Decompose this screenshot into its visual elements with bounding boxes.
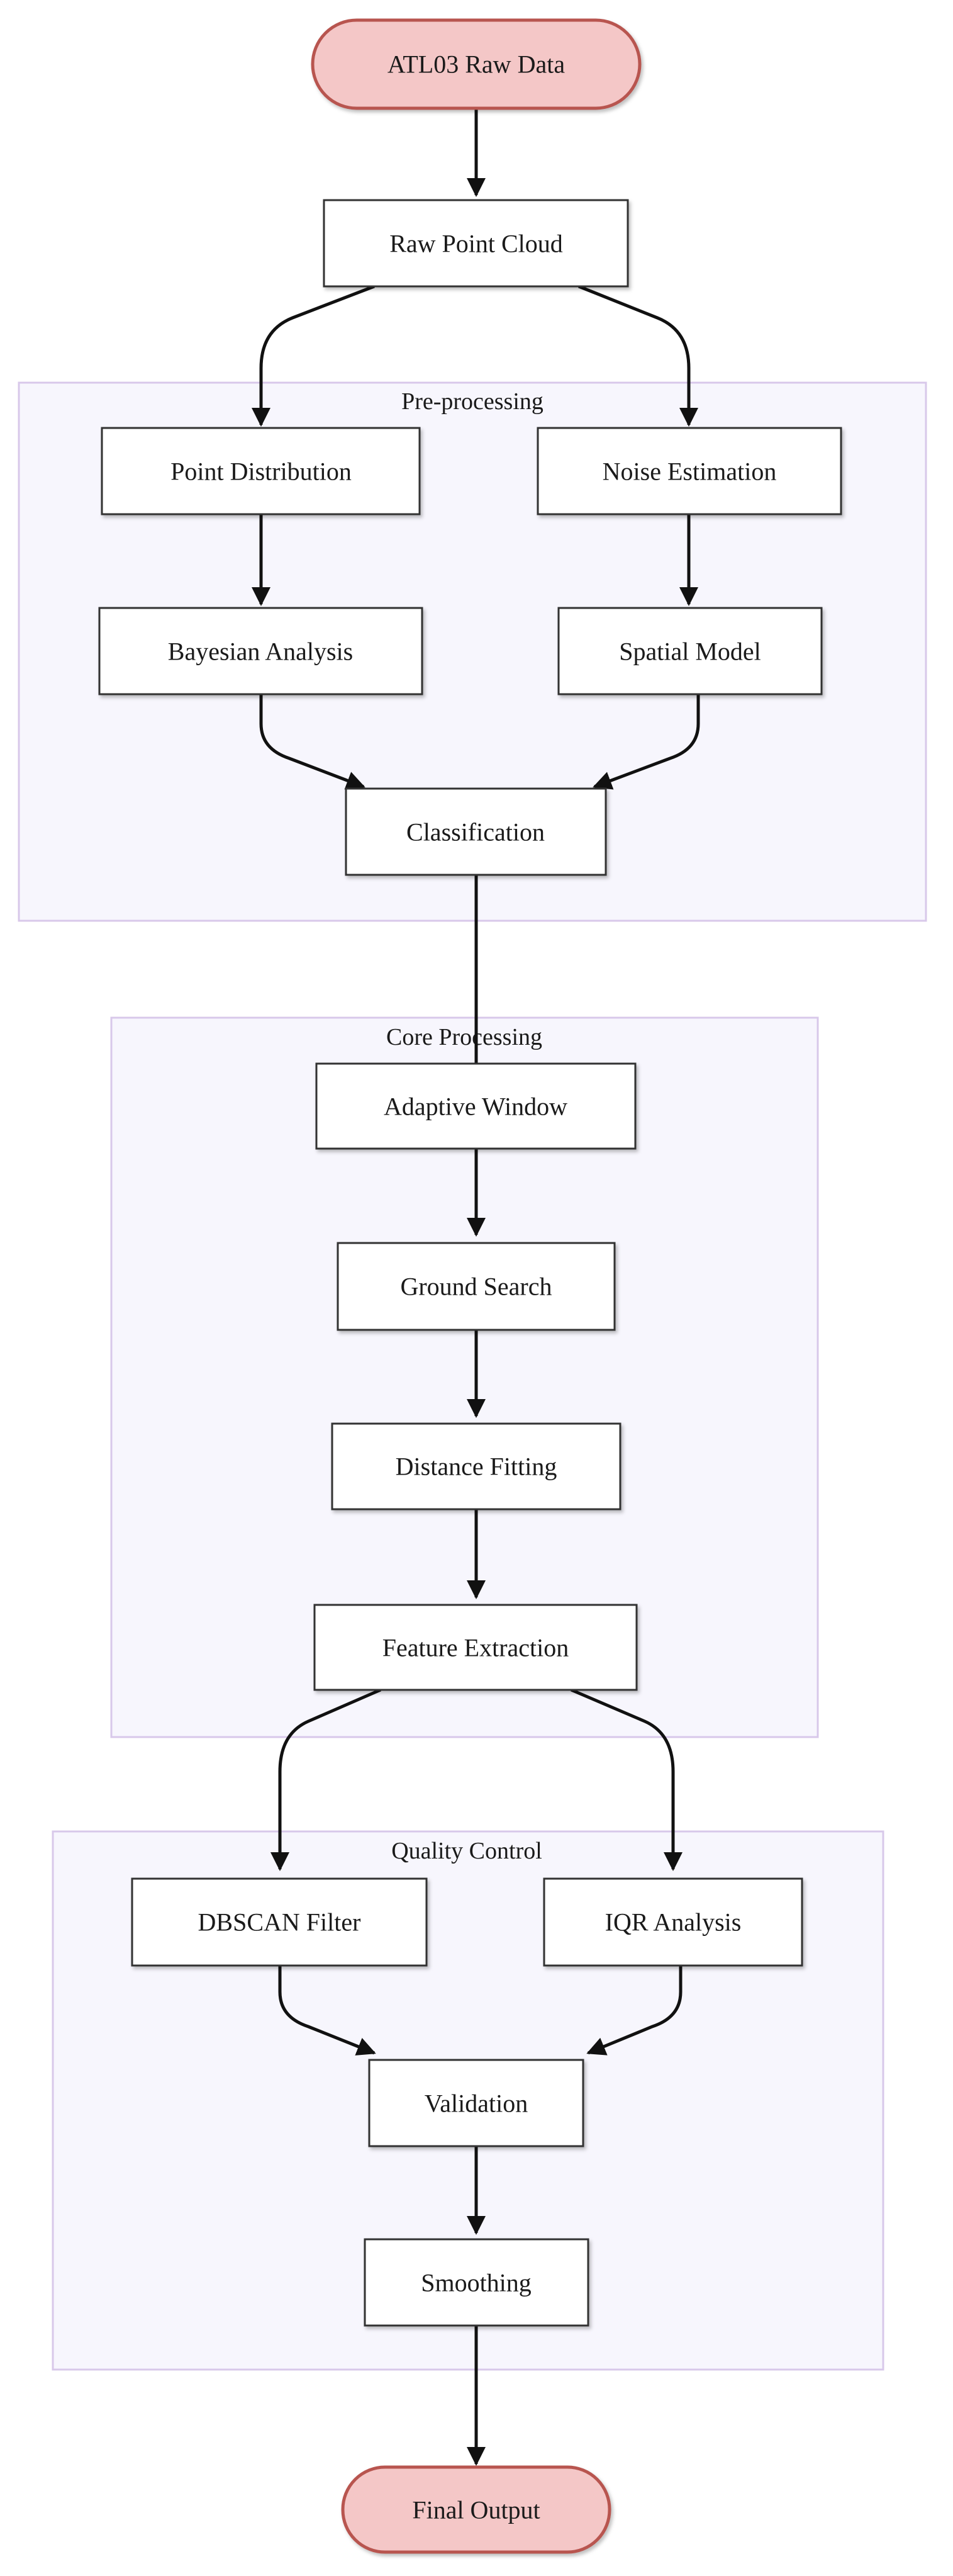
node-point-distribution: Point Distribution	[101, 427, 421, 515]
node-adaptive-window: Adaptive Window	[315, 1062, 637, 1150]
group-title-preprocessing: Pre-processing	[401, 388, 543, 415]
edge-bayesian-to-classification	[259, 694, 365, 790]
label-adaptive-window: Adaptive Window	[384, 1093, 567, 1121]
label-classification: Classification	[406, 818, 545, 846]
node-spatial-model: Spatial Model	[557, 607, 823, 695]
node-raw-point-cloud: Raw Point Cloud	[323, 199, 629, 288]
edge-feature-extraction-to-dbscan	[270, 1688, 381, 1871]
label-point-distribution: Point Distribution	[170, 458, 352, 486]
label-noise-estimation: Noise Estimation	[603, 458, 777, 486]
edge-iqr-to-validation	[586, 1966, 683, 2056]
node-smoothing: Smoothing	[364, 2238, 589, 2327]
node-classification: Classification	[345, 787, 607, 876]
node-bayesian-analysis: Bayesian Analysis	[98, 607, 423, 695]
node-ground-search: Ground Search	[337, 1242, 616, 1331]
label-feature-extraction: Feature Extraction	[382, 1634, 569, 1662]
group-title-quality-control: Quality Control	[391, 1838, 542, 1864]
label-distance-fitting: Distance Fitting	[396, 1453, 557, 1481]
edge-spatial-model-to-classification	[593, 694, 700, 790]
edge-point-cloud-to-point-distribution	[252, 284, 375, 427]
node-atl03-raw-data: ATL03 Raw Data	[311, 18, 642, 110]
edge-point-cloud-to-noise-estimation	[578, 284, 698, 427]
label-atl03-raw-data: ATL03 Raw Data	[387, 50, 565, 79]
label-iqr-analysis: IQR Analysis	[605, 1908, 742, 1937]
node-feature-extraction: Feature Extraction	[313, 1604, 638, 1691]
edge-dbscan-to-validation	[278, 1966, 376, 2056]
label-smoothing: Smoothing	[421, 2269, 532, 2297]
edges	[252, 108, 700, 2466]
edge-feature-extraction-to-iqr	[571, 1688, 683, 1871]
node-distance-fitting: Distance Fitting	[331, 1422, 621, 1510]
label-dbscan-filter: DBSCAN Filter	[198, 1908, 361, 1937]
node-iqr-analysis: IQR Analysis	[543, 1877, 803, 1967]
label-bayesian-analysis: Bayesian Analysis	[168, 638, 353, 666]
label-ground-search: Ground Search	[400, 1273, 552, 1301]
label-spatial-model: Spatial Model	[619, 638, 761, 666]
node-validation: Validation	[368, 2059, 584, 2147]
node-final-output: Final Output	[341, 2465, 611, 2554]
node-dbscan-filter: DBSCAN Filter	[131, 1877, 428, 1967]
node-noise-estimation: Noise Estimation	[537, 427, 842, 515]
label-validation: Validation	[425, 2089, 528, 2118]
group-title-core-processing: Core Processing	[386, 1024, 542, 1050]
label-raw-point-cloud: Raw Point Cloud	[389, 230, 563, 258]
label-final-output: Final Output	[412, 2496, 540, 2524]
